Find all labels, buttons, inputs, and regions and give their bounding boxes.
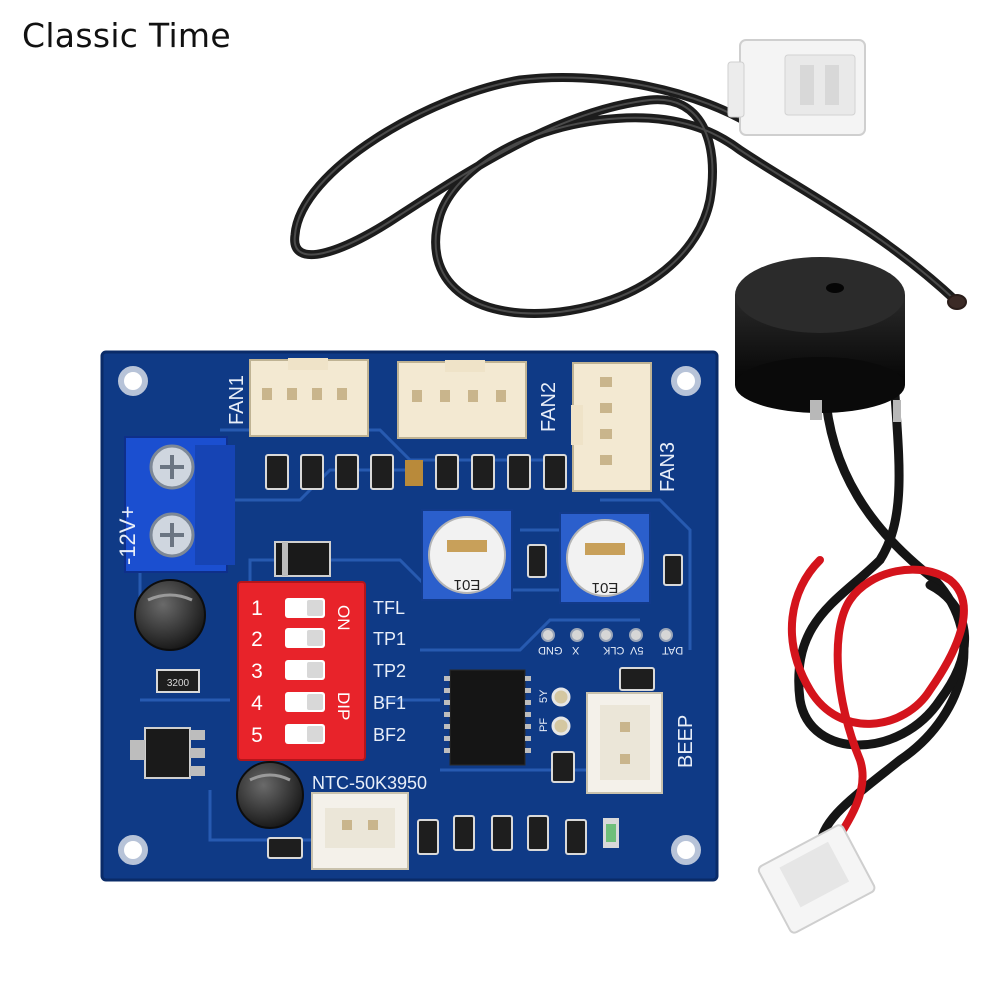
power-terminal-block xyxy=(124,436,235,573)
dip-number-1: 1 xyxy=(251,597,263,620)
smd-resistor-left: 3200 xyxy=(156,669,200,693)
header-pin-labels: GND X CLK 5V DAT xyxy=(538,644,683,656)
resistor-code: 3200 xyxy=(167,678,190,689)
dip-label-bf1: BF1 xyxy=(373,693,406,713)
buzzer-leads xyxy=(787,385,970,855)
smd-components-mid xyxy=(527,544,683,586)
dip-dip-label: DIP xyxy=(334,692,353,720)
fan1-label: FAN1 xyxy=(226,375,248,425)
smd-components-top xyxy=(265,454,567,490)
smd-components-right xyxy=(551,667,655,783)
dip-label-tp1: TP1 xyxy=(373,629,406,649)
ntc-board-connector xyxy=(311,792,409,870)
fan2-connector xyxy=(397,360,527,439)
dip-function-labels: TFL TP1 TP2 BF1 BF2 xyxy=(373,598,406,745)
dip-label-tp2: TP2 xyxy=(373,661,406,681)
buzzer-connector xyxy=(757,824,876,934)
pin-dat: DAT xyxy=(662,644,683,656)
dip-number-3: 3 xyxy=(251,660,263,683)
probe-connector xyxy=(727,39,866,136)
pad-5y: 5Y xyxy=(538,689,550,703)
pin-clk: CLK xyxy=(602,644,624,656)
ntc-label: NTC-50K3950 xyxy=(312,773,427,793)
header-pads xyxy=(541,628,673,642)
dip-label-bf2: BF2 xyxy=(373,725,406,745)
jumper-labels: 5Y PF xyxy=(538,689,550,732)
dip-number-4: 4 xyxy=(251,692,263,715)
dip-on-label: ON xyxy=(334,605,353,631)
potentiometer-1: E01 xyxy=(421,509,513,601)
fan1-connector xyxy=(249,358,369,437)
voltage-regulator xyxy=(130,727,205,779)
pin-x: X xyxy=(571,644,579,656)
capacitor-left xyxy=(134,579,206,651)
beep-label: BEEP xyxy=(675,715,697,768)
fan3-label: FAN3 xyxy=(657,442,679,492)
fan3-connector xyxy=(571,362,652,492)
mounting-holes xyxy=(118,366,701,865)
dip-label-tfl: TFL xyxy=(373,598,405,618)
ntc-sensor-cable xyxy=(290,72,967,318)
beep-connector xyxy=(586,692,663,794)
pad-pf: PF xyxy=(538,718,550,732)
main-ic xyxy=(444,669,531,766)
pot-1-label: E01 xyxy=(454,576,481,593)
pot-2-label: E01 xyxy=(592,579,619,596)
jumper-pads xyxy=(551,687,571,736)
smd-diode xyxy=(274,541,331,577)
dip-number-5: 5 xyxy=(251,724,263,747)
dip-number-2: 2 xyxy=(251,628,263,651)
fan2-label: FAN2 xyxy=(538,382,560,432)
power-label: -12V+ xyxy=(115,506,140,565)
pin-gnd: GND xyxy=(538,644,563,656)
dip-switch: 1 2 3 4 5 ON DIP xyxy=(237,581,366,761)
pin-5v: 5V xyxy=(629,644,643,656)
potentiometer-2: E01 xyxy=(559,512,651,604)
smd-components-bottom xyxy=(267,815,587,859)
capacitor-bottom xyxy=(236,761,304,829)
watermark-text: Classic Time xyxy=(22,16,231,55)
led xyxy=(603,818,619,848)
buzzer xyxy=(735,257,905,422)
